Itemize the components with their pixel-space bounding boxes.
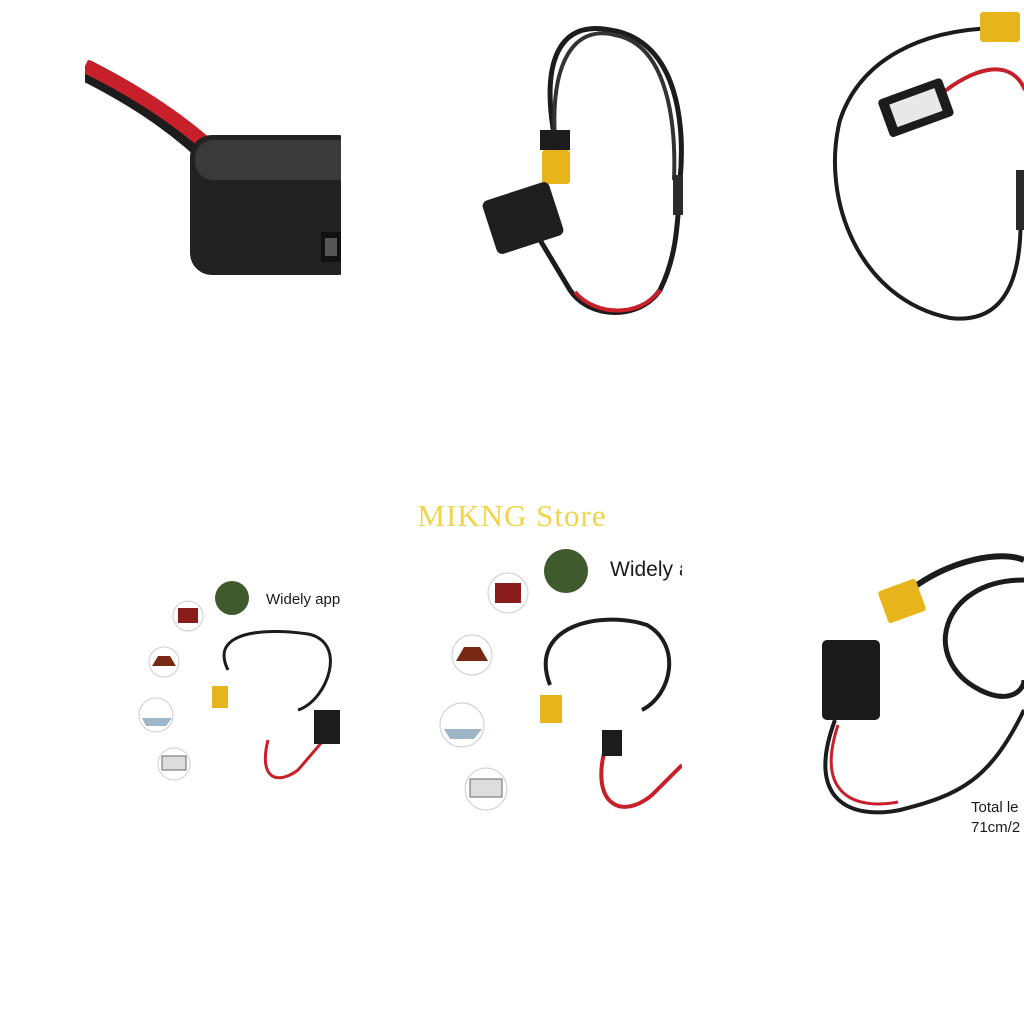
length-caption-line1: Total le: [971, 799, 1019, 816]
scenes-caption: Widely app: [266, 591, 341, 608]
application-scenes-small: Widely app: [128, 560, 342, 820]
length-caption: Total le 71cm/2: [971, 798, 1020, 838]
scenes-small-illustration: [138, 581, 340, 781]
full-cable-illustration: [482, 26, 684, 315]
application-scenes-large: Widely a: [432, 535, 682, 855]
scenes-caption: Widely a: [610, 558, 682, 581]
boat-icon: [439, 702, 485, 748]
product-photo-total-length: Total le 71cm/2: [810, 540, 1024, 840]
product-photo-cable-loop: [820, 0, 1024, 330]
cable-loop-illustration: [832, 12, 1024, 321]
camping-icon: [215, 581, 249, 615]
total-length-illustration: [822, 553, 1024, 815]
usb-box-closeup-illustration: [85, 59, 341, 275]
scenes-large-illustration: [439, 549, 682, 811]
product-photo-full-cable: [480, 0, 690, 330]
length-caption-line2: 71cm/2: [971, 819, 1021, 836]
store-watermark: MIKNG Store: [417, 498, 607, 533]
product-photo-closeup: [85, 0, 341, 300]
boat-icon: [138, 697, 174, 733]
camping-icon: [544, 549, 588, 593]
